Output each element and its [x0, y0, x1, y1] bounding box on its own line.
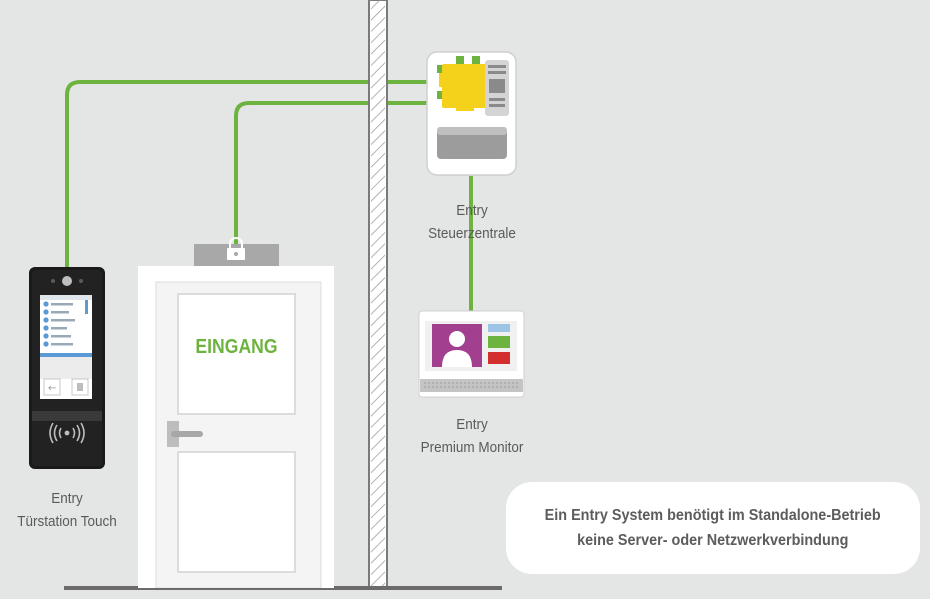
module-card [485, 60, 509, 116]
door-sign: EINGANG [195, 336, 278, 358]
door-lock [194, 237, 279, 266]
info-line-2: keine Server- oder Netzwerkverbindung [577, 532, 849, 549]
monitor-caption-line1: Entry [456, 416, 488, 433]
door-station-device: ← [29, 267, 105, 469]
floor-line [64, 586, 502, 590]
door-station-caption-line2: Türstation Touch [17, 513, 117, 530]
circuit-board [437, 56, 489, 111]
cable-door-station [65, 80, 430, 268]
monitor-device [418, 310, 525, 398]
monitor-caption-line2: Premium Monitor [420, 439, 524, 456]
control-unit-caption-line1: Entry [456, 202, 488, 219]
door [138, 237, 334, 588]
camera-icon [62, 276, 72, 286]
door-station-caption-line1: Entry [51, 490, 83, 507]
door-handle [167, 421, 203, 447]
control-unit-device [426, 51, 517, 176]
cable-door-lock [234, 101, 430, 246]
control-unit-caption: Entry Steuerzentrale [418, 199, 526, 245]
wall [368, 0, 388, 590]
svg-text:←: ← [48, 383, 56, 394]
rfid-wave-icon [49, 422, 85, 444]
door-station-caption: Entry Türstation Touch [14, 487, 120, 533]
info-box: Ein Entry System benötigt im Standalone-… [506, 482, 920, 574]
control-unit-caption-line2: Steuerzentrale [428, 225, 516, 242]
monitor-caption: Entry Premium Monitor [414, 413, 529, 459]
info-line-1: Ein Entry System benötigt im Standalone-… [544, 507, 882, 524]
person-silhouette-icon [442, 331, 472, 367]
